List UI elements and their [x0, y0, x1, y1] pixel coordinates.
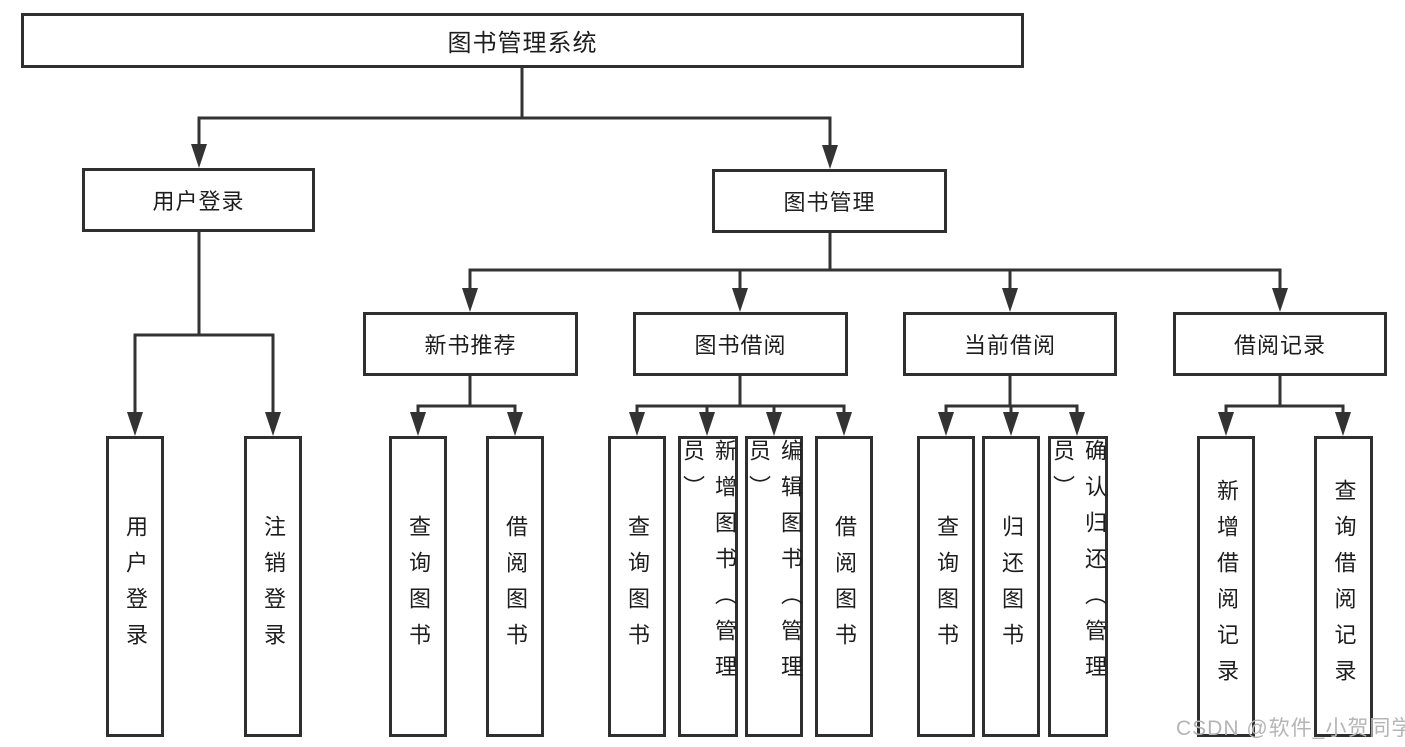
- leaf-add-books-admin: 新增图书（管理员）: [678, 436, 738, 737]
- node-book-borrowing: 图书借阅: [633, 312, 848, 376]
- node-new-book-recommend: 新书推荐: [363, 312, 578, 376]
- leaf-query-borrow-record: 查询借阅记录: [1314, 436, 1373, 737]
- leaf-borrow-books: 借阅图书: [815, 436, 873, 737]
- leaf-borrow-books-recommend: 借阅图书: [486, 436, 544, 737]
- leaf-edit-books-admin: 编辑图书（管理员）: [745, 436, 803, 737]
- leaf-user-login: 用户登录: [106, 436, 164, 737]
- leaf-query-books-borrow: 查询图书: [608, 436, 666, 737]
- node-user-login: 用户登录: [82, 168, 315, 232]
- leaf-query-books-recommend: 查询图书: [389, 436, 447, 737]
- leaf-logout: 注销登录: [244, 436, 302, 737]
- node-borrowing-records: 借阅记录: [1173, 312, 1387, 376]
- leaf-query-books-current: 查询图书: [917, 436, 975, 737]
- leaf-add-borrow-record: 新增借阅记录: [1197, 436, 1255, 737]
- leaf-confirm-return-admin: 确认归还（管理员）: [1048, 436, 1108, 737]
- node-book-management: 图书管理: [712, 169, 947, 233]
- leaf-return-books: 归还图书: [982, 436, 1040, 737]
- node-current-borrowing: 当前借阅: [903, 312, 1117, 376]
- csdn-watermark: CSDN @软件_小贺同学: [1176, 717, 1405, 740]
- node-root-system: 图书管理系统: [21, 13, 1024, 68]
